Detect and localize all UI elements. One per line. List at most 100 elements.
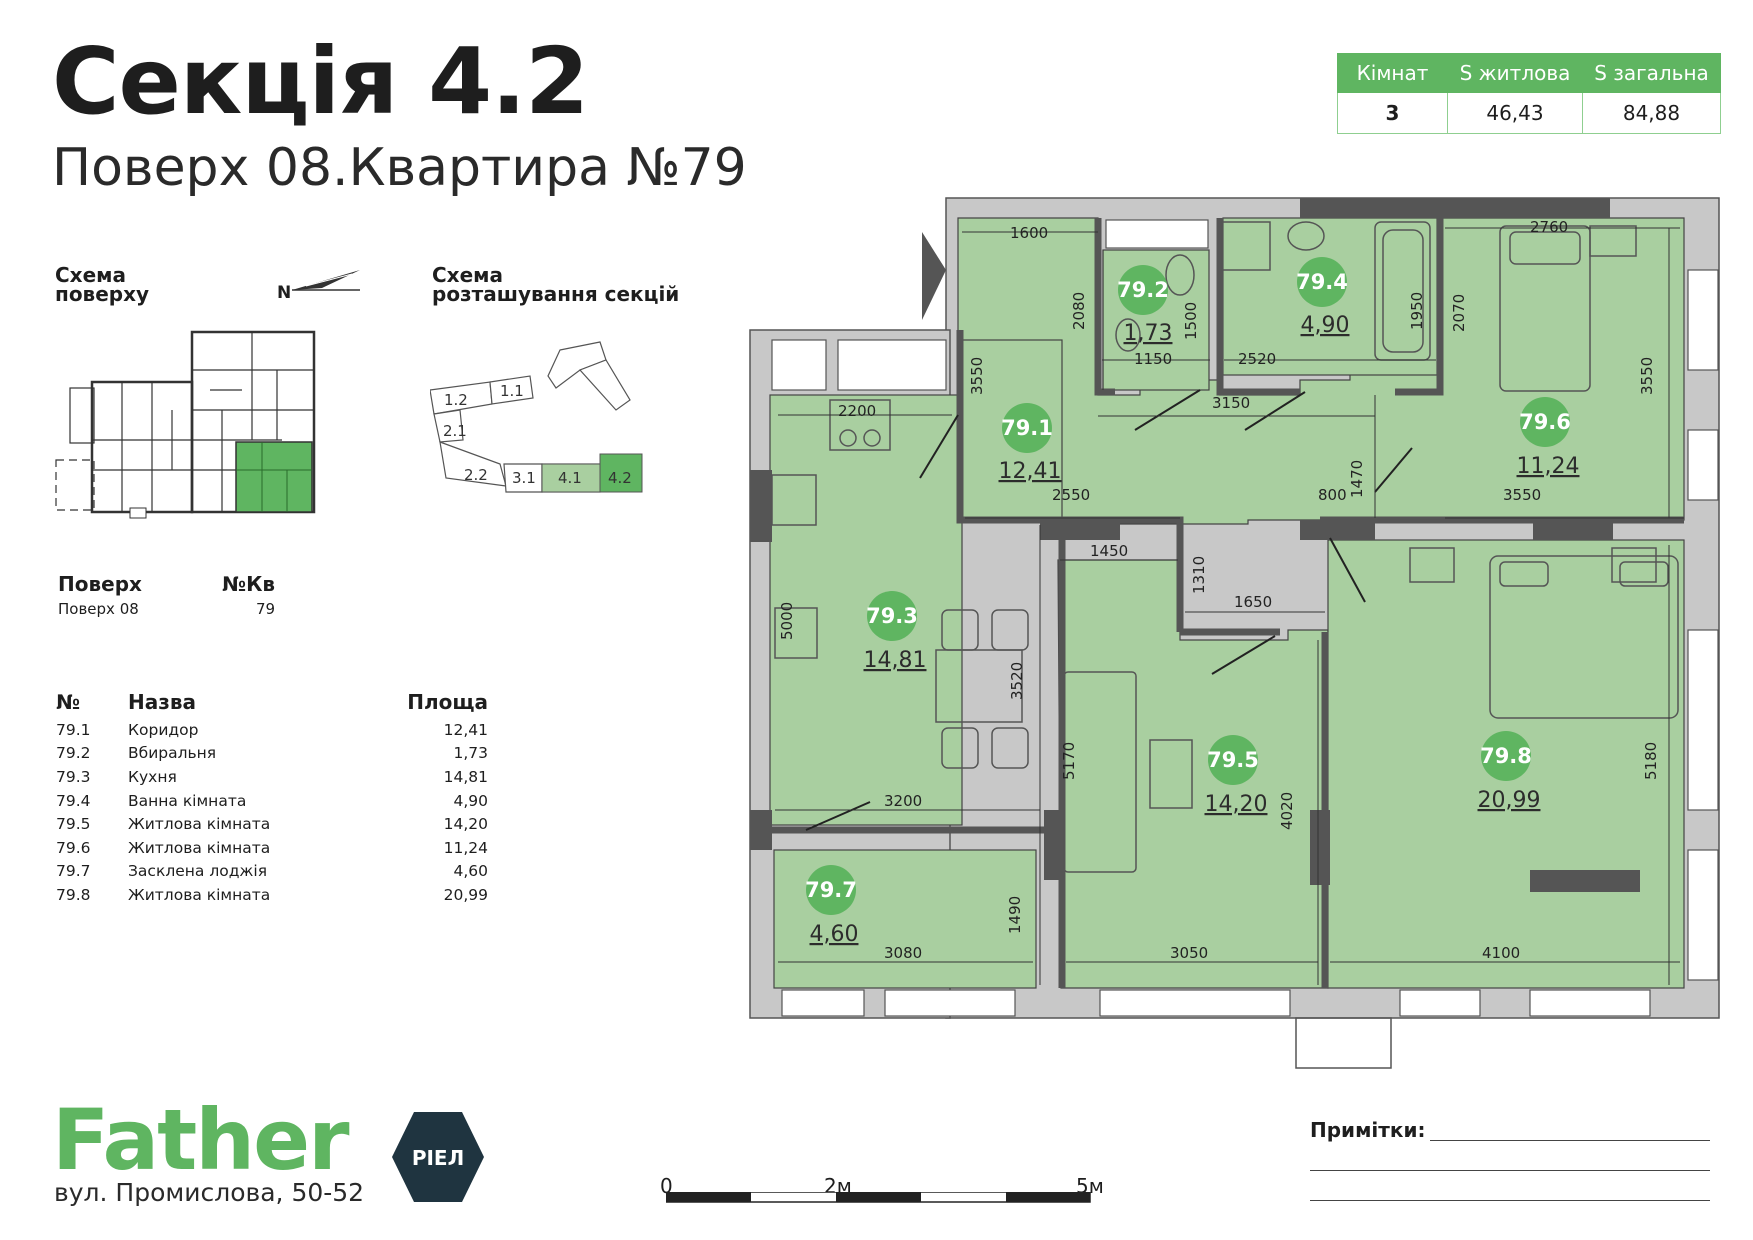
section-4-1: 4.1 [558,469,582,487]
rooms-header-name: Назва [128,690,197,714]
room-79-7: 79.7 4,60 [805,865,858,947]
row-name: Ванна кімната [128,791,247,810]
dim-label: 1600 [1010,224,1048,242]
address: вул. Промислова, 50-52 [54,1178,365,1207]
dim-label: 2550 [1052,486,1090,504]
row-area: 1,73 [453,744,488,763]
dim-label: 1650 [1234,593,1272,611]
room-number: 79.1 [1001,416,1053,440]
row-name: Житлова кімната [128,885,271,904]
section-4-2: 4.2 [608,469,632,487]
room-79-1: 79.1 12,41 [999,403,1062,484]
dim-label: 3200 [884,792,922,810]
dim-label: 3520 [1008,662,1026,700]
dim-label: 2200 [838,402,876,420]
room-area: 20,99 [1478,788,1541,813]
dim-label: 800 [1318,486,1347,504]
dim-label: 3150 [1212,394,1250,412]
riel-badge-text: РІЕЛ [412,1146,464,1170]
apt-value: 79 [256,600,276,618]
section-scheme-label-line2: розташування секцій [432,282,680,306]
riel-badge-icon: РІЕЛ [392,1112,484,1202]
dim-label: 4100 [1482,944,1520,962]
row-id: 79.4 [56,791,91,810]
dim-label: 2760 [1530,218,1568,236]
floor-scheme-label: Схема поверху [55,263,150,306]
dim-label: 1500 [1182,302,1200,340]
notes-line[interactable] [1310,1200,1710,1201]
table-row: 79.6 Житлова кімната 11,24 [56,836,488,860]
north-label: N [277,283,292,303]
floor-scheme-label-line2: поверху [55,282,150,306]
row-area: 4,60 [453,862,488,881]
floor-scheme-label-line1: Схема [55,263,126,287]
section-1-2: 1.2 [444,391,468,409]
room-area: 14,20 [1205,792,1268,817]
row-id: 79.3 [56,767,91,786]
room-79-6: 79.6 11,24 [1517,397,1580,479]
summary-header-rooms: Кімнат [1337,53,1448,93]
summary-living-value: 46,43 [1447,92,1583,134]
room-area: 12,41 [999,459,1062,484]
floor-value: Поверх 08 [58,600,139,618]
summary-rooms-value: 3 [1337,92,1448,134]
rooms-header-area: Площа [407,690,488,714]
north-arrow-icon [292,270,360,291]
row-id: 79.6 [56,838,91,857]
room-number: 79.3 [866,604,918,628]
row-area: 11,24 [443,838,488,857]
dim-label: 4020 [1278,792,1296,830]
row-name: Житлова кімната [128,838,271,857]
room-number: 79.2 [1117,278,1169,302]
row-id: 79.1 [56,720,91,739]
section-title: Секція 4.2 [52,28,589,135]
row-area: 14,20 [443,815,488,834]
notes-label: Примітки: [1310,1118,1426,1142]
room-79-3: 79.3 14,81 [864,591,927,673]
room-area: 4,60 [810,922,859,947]
room-area: 14,81 [864,648,927,673]
row-name: Вбиральня [128,744,217,763]
row-id: 79.7 [56,862,91,881]
summary-header-living: S житлова [1447,53,1583,93]
table-row: 79.2 Вбиральня 1,73 [56,742,488,766]
dim-label: 1490 [1006,896,1024,934]
row-id: 79.5 [56,815,91,834]
dim-label: 5000 [778,602,796,640]
room-number: 79.6 [1519,410,1571,434]
summary-total-value: 84,88 [1582,92,1721,134]
summary-table: Кімнат S житлова S загальна 3 46,43 84,8… [1337,53,1721,134]
section-scheme-label: Схема розташування секцій [432,265,680,306]
dim-label: 3050 [1170,944,1208,962]
notes-line[interactable] [1310,1170,1710,1171]
row-area: 14,81 [443,767,488,786]
dim-label: 3550 [1503,486,1541,504]
floor-header: Поверх [58,572,142,596]
apartment-title: Поверх 08.Квартира №79 [52,138,747,198]
room-number: 79.5 [1207,748,1259,772]
dim-label: 1950 [1408,292,1426,330]
dim-label: 2070 [1450,294,1468,332]
room-area: 4,90 [1301,313,1350,338]
dim-label: 2080 [1070,292,1088,330]
room-79-2: 79.2 1,73 [1117,265,1172,346]
scale-bar [666,1192,1091,1203]
dim-label: 3080 [884,944,922,962]
notes-line[interactable] [1430,1140,1710,1141]
dim-label: 1150 [1134,350,1172,368]
row-id: 79.8 [56,885,91,904]
row-id: 79.2 [56,744,91,763]
room-area: 11,24 [1517,454,1580,479]
section-3-1: 3.1 [512,469,536,487]
dim-label: 1470 [1348,460,1366,498]
dim-label: 1310 [1190,556,1208,594]
dim-label: 3550 [1638,357,1656,395]
dim-label: 5180 [1642,742,1660,780]
